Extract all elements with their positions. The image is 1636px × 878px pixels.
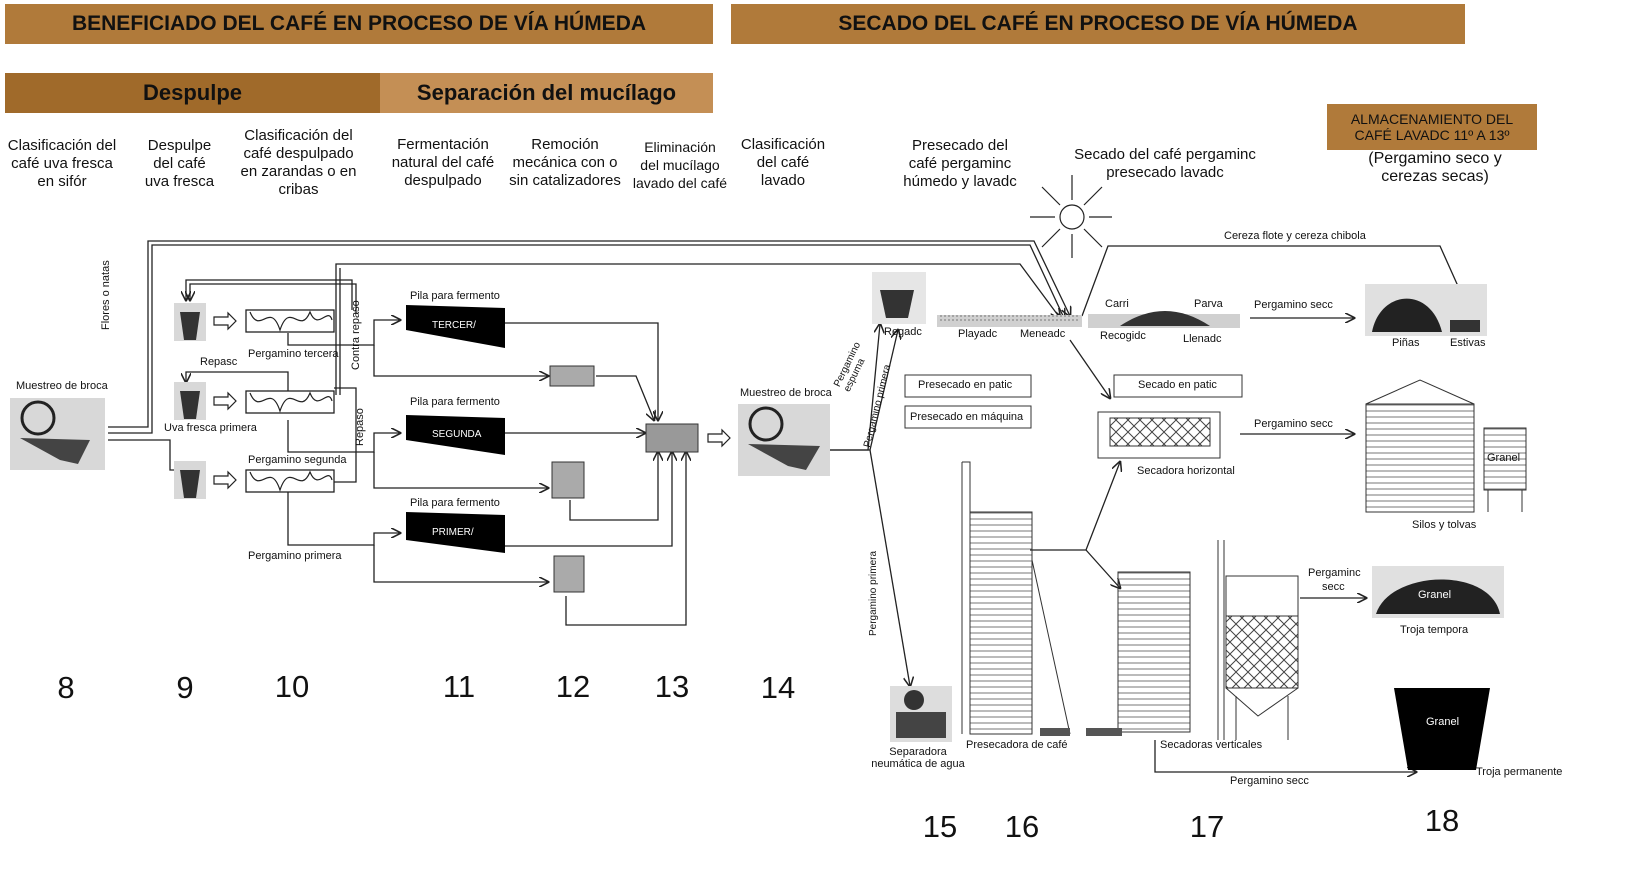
label-perg-seco-3a: Pergaminc [1308,567,1361,579]
label-troja-permanente: Troja permanente [1476,766,1562,778]
label-contra-repaso: Contra repaso [350,300,362,370]
label-silos: Silos y tolvas [1412,519,1476,531]
label-granel-3: Granel [1426,716,1459,728]
label-recogido: Recogidc [1100,330,1146,342]
label-primera: PRIMER/ [432,527,474,538]
label-carri: Carri [1105,298,1129,310]
label-cereza: Cereza flote y cereza chibola [1224,230,1366,242]
muestreo-broca-machine-1 [10,398,105,470]
label-troja-temporal: Troja tempora [1400,624,1468,636]
label-pila-3: Pila para fermento [410,497,500,509]
label-presecadora: Presecadora de café [966,739,1068,751]
label-repaso: Repasc [200,356,237,368]
label-perg-seco-1: Pergamino secc [1254,299,1333,311]
label-pila-2: Pila para fermento [410,396,500,408]
label-muestreo-2: Muestreo de broca [740,387,832,399]
label-estivas: Estivas [1450,337,1485,349]
label-segunda: SEGUNDA [432,429,481,440]
label-uva-primera: Uva fresca primera [164,422,257,434]
label-flores: Flores o natas [100,260,112,330]
label-pila-1: Pila para fermento [410,290,500,302]
label-perg-segunda: Pergamino segunda [248,454,346,466]
label-perg-primera-down: Pergamino primera [868,551,879,636]
label-pinas: Piñas [1392,337,1420,349]
label-regado: Regadc [884,326,922,338]
label-secado-patio: Secado en patic [1138,379,1217,391]
label-presecado-patio: Presecado en patic [918,379,1012,391]
label-secadoras-verticales: Secadoras verticales [1160,739,1262,751]
label-secadora-horizontal: Secadora horizontal [1137,465,1235,477]
label-llenado: Llenadc [1183,333,1222,345]
label-perg-seco-3b: secc [1322,581,1345,593]
label-repaso-vertical: Repaso [354,408,366,446]
label-muestreo-1: Muestreo de broca [16,380,108,392]
label-parva: Parva [1194,298,1223,310]
label-perg-seco-2: Pergamino secc [1254,418,1333,430]
label-presecado-maquina: Presecado en máquina [910,411,1023,423]
label-tercera: TERCER/ [432,320,476,331]
label-perg-seco-4: Pergamino secc [1230,775,1309,787]
label-perg-tercera: Pergamino tercera [248,348,339,360]
label-granel-1: Granel [1487,452,1520,464]
label-playado: Playadc [958,328,997,340]
label-meneado: Meneadc [1020,328,1065,340]
label-granel-2: Granel [1418,589,1451,601]
muestreo-broca-machine-2 [738,404,830,476]
label-perg-primera: Pergamino primera [248,550,342,562]
